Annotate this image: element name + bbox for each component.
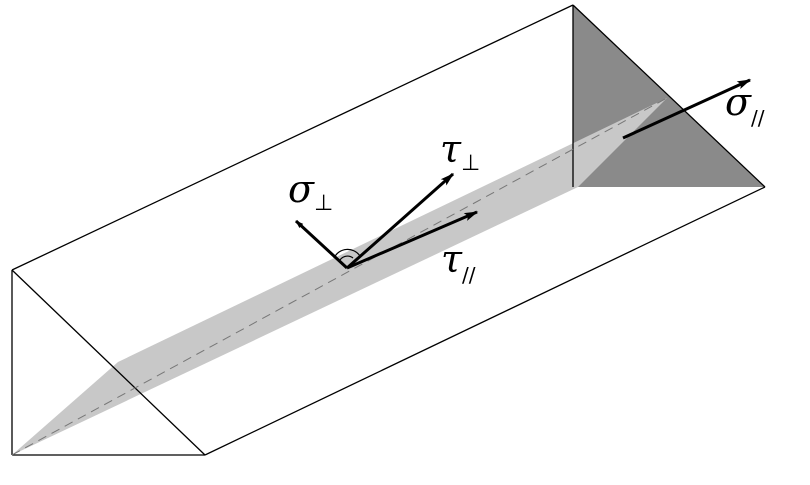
prism-outline xyxy=(11,4,766,456)
sigma-perp-arrow xyxy=(294,219,349,270)
hidden-edge xyxy=(11,97,668,456)
tau-par-label: τ// xyxy=(441,237,476,287)
sigma-par-label: σ// xyxy=(725,80,765,130)
tau-par-arrow xyxy=(346,210,479,270)
sigma-par-arrow xyxy=(622,78,752,140)
tau-perp-arrow xyxy=(346,172,455,270)
sigma-perp-label: σ⊥ xyxy=(288,167,333,216)
tau-perp-label: τ⊥ xyxy=(440,127,480,176)
